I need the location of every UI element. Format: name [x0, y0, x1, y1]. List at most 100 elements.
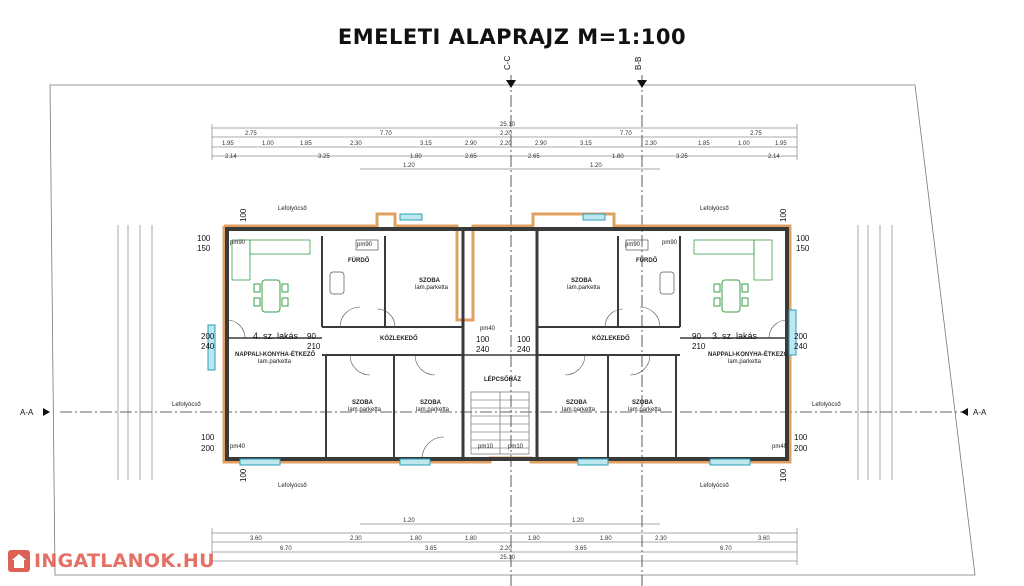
downpipe-tr: Lefolyócső [700, 206, 729, 212]
top-dim-r1-4: 2.75 [750, 131, 762, 137]
bottom-dim-r1-0: 1.20 [403, 518, 415, 524]
bottom-dim-r2-2: 1.80 [410, 536, 422, 542]
top-dim-r1-2: 2.20 [500, 131, 512, 137]
bottom-dim-r3-0: 6.70 [280, 546, 292, 552]
unit-label-left: 4. sz. lakás [253, 331, 299, 341]
section-label-aa-left: A-A [20, 408, 34, 417]
bottom-dim-r3-2: 2.20 [500, 546, 512, 552]
pm90-tr: pm90 [625, 242, 641, 248]
dim-100-l1: 100 [197, 234, 211, 243]
top-dim-r1-3: 7.70 [620, 131, 632, 137]
section-arrow-bb [637, 80, 647, 88]
floor-szoba-tr: lam.parketta [567, 285, 601, 291]
top-dim-r2-8: 3.15 [580, 141, 592, 147]
top-dim-row2: 1.95 1.00 1.85 2.30 3.15 2.90 2.20 2.90 … [222, 141, 787, 147]
bottom-dim-r1-1: 1.20 [572, 518, 584, 524]
dim-210-l: 210 [307, 342, 321, 351]
dim-100-bot1: 100 [239, 468, 248, 482]
floor-living-left: lam.parketta [258, 359, 292, 365]
pm90-tl: pm90 [357, 242, 373, 248]
dim-210-r: 210 [692, 342, 706, 351]
room-bath-left: FÜRDŐ [348, 257, 370, 264]
room-szoba-bl1: SZOBA [352, 400, 374, 406]
dim-200-r2: 200 [794, 332, 808, 341]
top-overall-dim: 25.10 [500, 122, 516, 128]
pm10-l: pm10 [478, 444, 494, 450]
dim-240-c1: 240 [476, 345, 490, 354]
floor-szoba-bl1: lam.parketta [348, 407, 382, 413]
dim-100-r1: 100 [796, 234, 810, 243]
bathroom-fixtures [329, 239, 675, 295]
top-dim-r2-1: 1.00 [262, 141, 274, 147]
pm10-r: pm10 [508, 444, 524, 450]
section-arrow-aa-left [43, 408, 50, 416]
top-dim-r3-6: 3.25 [676, 154, 688, 160]
bottom-dim-r2-6: 2.30 [655, 536, 667, 542]
section-arrow-aa-right [961, 408, 968, 416]
top-dim-r2-2: 1.85 [300, 141, 312, 147]
bottom-overall-dim: 25.10 [500, 555, 516, 561]
dim-90-r: 90 [692, 332, 701, 341]
top-dim-r2-4: 3.15 [420, 141, 432, 147]
bottom-dim-r2-0: 3.60 [250, 536, 262, 542]
side-dimension-chains [117, 225, 893, 480]
dim-240-r2: 240 [794, 342, 808, 351]
room-szoba-br1: SZOBA [566, 400, 588, 406]
bottom-dim-r3-3: 3.65 [575, 546, 587, 552]
top-dim-row1: 2.75 7.70 2.20 7.70 2.75 [245, 131, 762, 137]
top-dim-r4-0: 1.20 [403, 163, 415, 169]
top-dim-r3-7: 2.14 [768, 154, 780, 160]
downpipe-tl: Lefolyócső [278, 206, 307, 212]
top-dim-r2-3: 2.30 [350, 141, 362, 147]
pm90-ml: pm90 [230, 240, 246, 246]
floor-szoba-br2: lam.parketta [628, 407, 662, 413]
dim-200-l3: 200 [201, 444, 215, 453]
bottom-dim-r2-1: 2.30 [350, 536, 362, 542]
top-dim-r2-5: 2.90 [465, 141, 477, 147]
section-label-cc: C-C [503, 56, 512, 70]
house-logo-icon [8, 550, 30, 572]
dim-150-r1: 150 [796, 244, 810, 253]
dim-100-top1: 100 [239, 208, 248, 222]
room-kozl-right: KÖZLEKEDŐ [592, 335, 630, 342]
room-bath-right: FÜRDŐ [636, 257, 658, 264]
top-dim-r1-1: 7.70 [380, 131, 392, 137]
plan-title: EMELETI ALAPRAJZ M=1:100 [337, 25, 687, 49]
top-dim-r3-2: 1.80 [410, 154, 422, 160]
unit-label-right: 3. sz. lakás [712, 331, 758, 341]
dim-100-top2: 100 [779, 208, 788, 222]
dim-100-c1: 100 [476, 335, 490, 344]
bottom-dim-row3: 6.70 3.65 2.20 3.65 6.70 [280, 546, 732, 552]
windows [207, 213, 797, 466]
room-szoba-tl: SZOBA [419, 278, 441, 284]
pm90-mr: pm90 [662, 240, 678, 246]
kitchen-counters [231, 239, 773, 281]
top-dim-row3: 2.14 3.25 1.80 2.65 2.65 1.80 3.25 2.14 [225, 154, 780, 160]
top-dim-r4-1: 1.20 [590, 163, 602, 169]
top-dimension-chains [211, 124, 798, 170]
top-dim-r2-10: 1.85 [698, 141, 710, 147]
pm40-br: pm40 [772, 444, 788, 450]
bottom-dim-r2-5: 1.80 [600, 536, 612, 542]
dim-90-l: 90 [307, 332, 316, 341]
top-dim-r2-7: 2.90 [535, 141, 547, 147]
top-dim-r2-11: 1.00 [738, 141, 750, 147]
door-swings [226, 306, 788, 460]
room-living-right: NAPPALI-KONYHA-ÉTKEZŐ [708, 350, 789, 358]
staircase [470, 391, 530, 455]
bottom-dim-r3-4: 6.70 [720, 546, 732, 552]
room-living-left: NAPPALI-KONYHA-ÉTKEZŐ [235, 350, 316, 358]
downpipe-br: Lefolyócső [700, 483, 729, 489]
dim-240-c2: 240 [517, 345, 531, 354]
floor-szoba-tl: lam.parketta [415, 285, 449, 291]
room-kozl-left: KÖZLEKEDŐ [380, 335, 418, 342]
top-dim-r2-6: 2.20 [500, 141, 512, 147]
dim-200-r3: 200 [794, 444, 808, 453]
pm40-bl: pm40 [230, 444, 246, 450]
top-dim-r3-1: 3.25 [318, 154, 330, 160]
site-boundary [49, 84, 976, 576]
bottom-dim-r2-4: 1.80 [528, 536, 540, 542]
downpipe-bl: Lefolyócső [278, 483, 307, 489]
watermark: INGATLANOK.HU [8, 549, 215, 573]
